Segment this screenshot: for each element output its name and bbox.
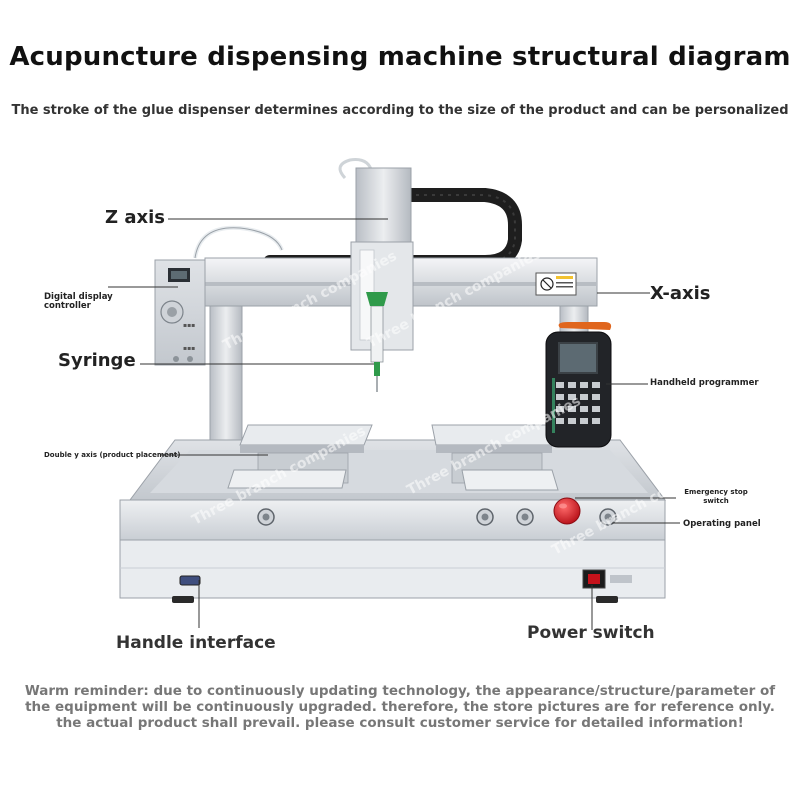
air-hose [193,225,284,259]
label-emergency-stop: Emergency stop switch [684,488,748,505]
controller-box: ▪▪▪ ▪▪▪ [154,259,206,366]
handheld-programmer [545,322,612,448]
label-digital-display-controller: Digital display controller [44,292,113,311]
left-y-platform [227,424,373,489]
base-cabinet [119,499,666,603]
warm-reminder: Warm reminder: due to continuously updat… [20,683,780,731]
page-subtitle: The stroke of the glue dispenser determi… [11,103,789,118]
label-handheld-programmer: Handheld programmer [650,378,759,388]
power-switch [582,569,632,589]
syringe [366,292,388,392]
page-title: Acupuncture dispensing machine structura… [9,42,791,72]
label-operating-panel: Operating panel [683,519,761,529]
svg-text:▪▪▪: ▪▪▪ [183,322,195,329]
work-table [129,439,666,501]
reminder-line-3: the actual product shall prevail. please… [56,715,744,731]
right-y-platform [431,424,559,491]
leader-lines [108,218,680,630]
label-syringe: Syringe [58,350,136,371]
reminder-line-2: the equipment will be continuously upgra… [25,699,775,715]
reminder-line-1: Warm reminder: due to continuously updat… [24,683,776,699]
label-z-axis: Z axis [105,207,165,228]
svg-text:▪▪▪: ▪▪▪ [183,345,195,352]
label-x-axis: X-axis [650,283,711,304]
panel-buttons [257,508,617,526]
emergency-stop-button [553,497,581,525]
label-double-y-axis: Double y axis (product placement) [44,451,181,459]
handle-interface-port [179,575,201,586]
label-power-switch: Power switch [527,623,655,643]
label-handle-interface: Handle interface [116,633,276,653]
